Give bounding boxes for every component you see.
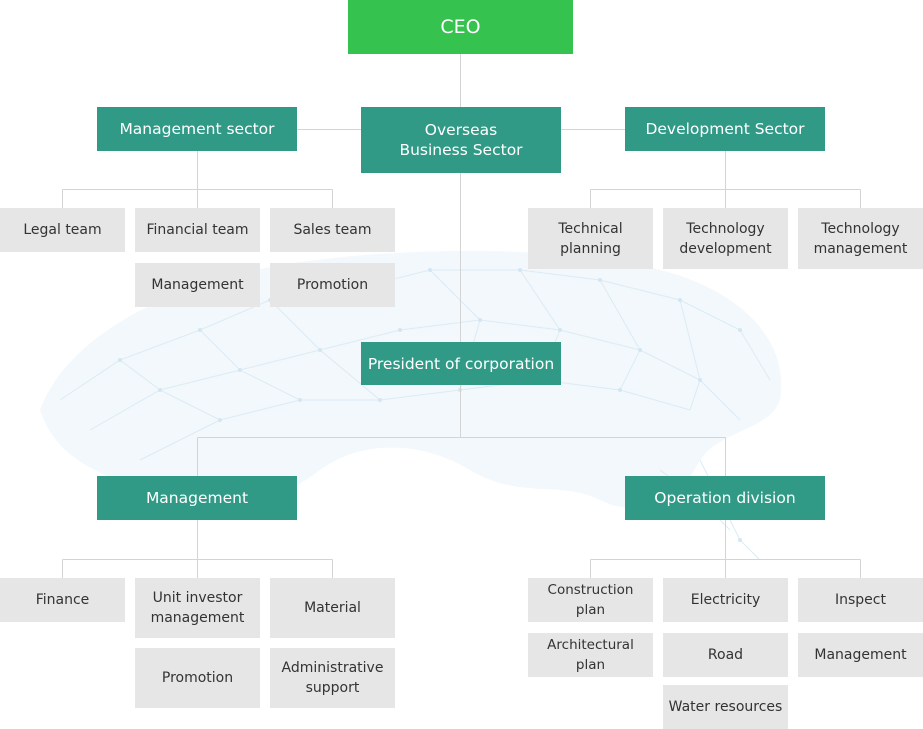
financial-team-box: Financial team [135, 208, 260, 252]
road-box: Road [663, 633, 788, 677]
water-resources-box: Water resources [663, 685, 788, 729]
technology-management-box: Technology management [798, 208, 923, 269]
overseas-business-sector-box: Overseas Business Sector [361, 107, 561, 173]
construction-plan-box: Construction plan [528, 578, 653, 622]
architectural-plan-box: Architectural plan [528, 633, 653, 677]
administrative-support-box: Administrative support [270, 648, 395, 708]
management-sector-box: Management sector [97, 107, 297, 151]
sales-team-box: Sales team [270, 208, 395, 252]
material-box: Material [270, 578, 395, 638]
management-team-box: Management [135, 263, 260, 307]
operation-division-box: Operation division [625, 476, 825, 520]
legal-team-box: Legal team [0, 208, 125, 252]
technical-planning-box: Technical planning [528, 208, 653, 269]
ceo-box: CEO [348, 0, 573, 54]
finance-box: Finance [0, 578, 125, 622]
operation-management-box: Management [798, 633, 923, 677]
management-division-box: Management [97, 476, 297, 520]
promotion-box: Promotion [135, 648, 260, 708]
technology-development-box: Technology development [663, 208, 788, 269]
unit-investor-management-box: Unit investor management [135, 578, 260, 638]
electricity-box: Electricity [663, 578, 788, 622]
inspect-box: Inspect [798, 578, 923, 622]
promotion-team-box: Promotion [270, 263, 395, 307]
president-box: President of corporation [361, 342, 561, 385]
development-sector-box: Development Sector [625, 107, 825, 151]
